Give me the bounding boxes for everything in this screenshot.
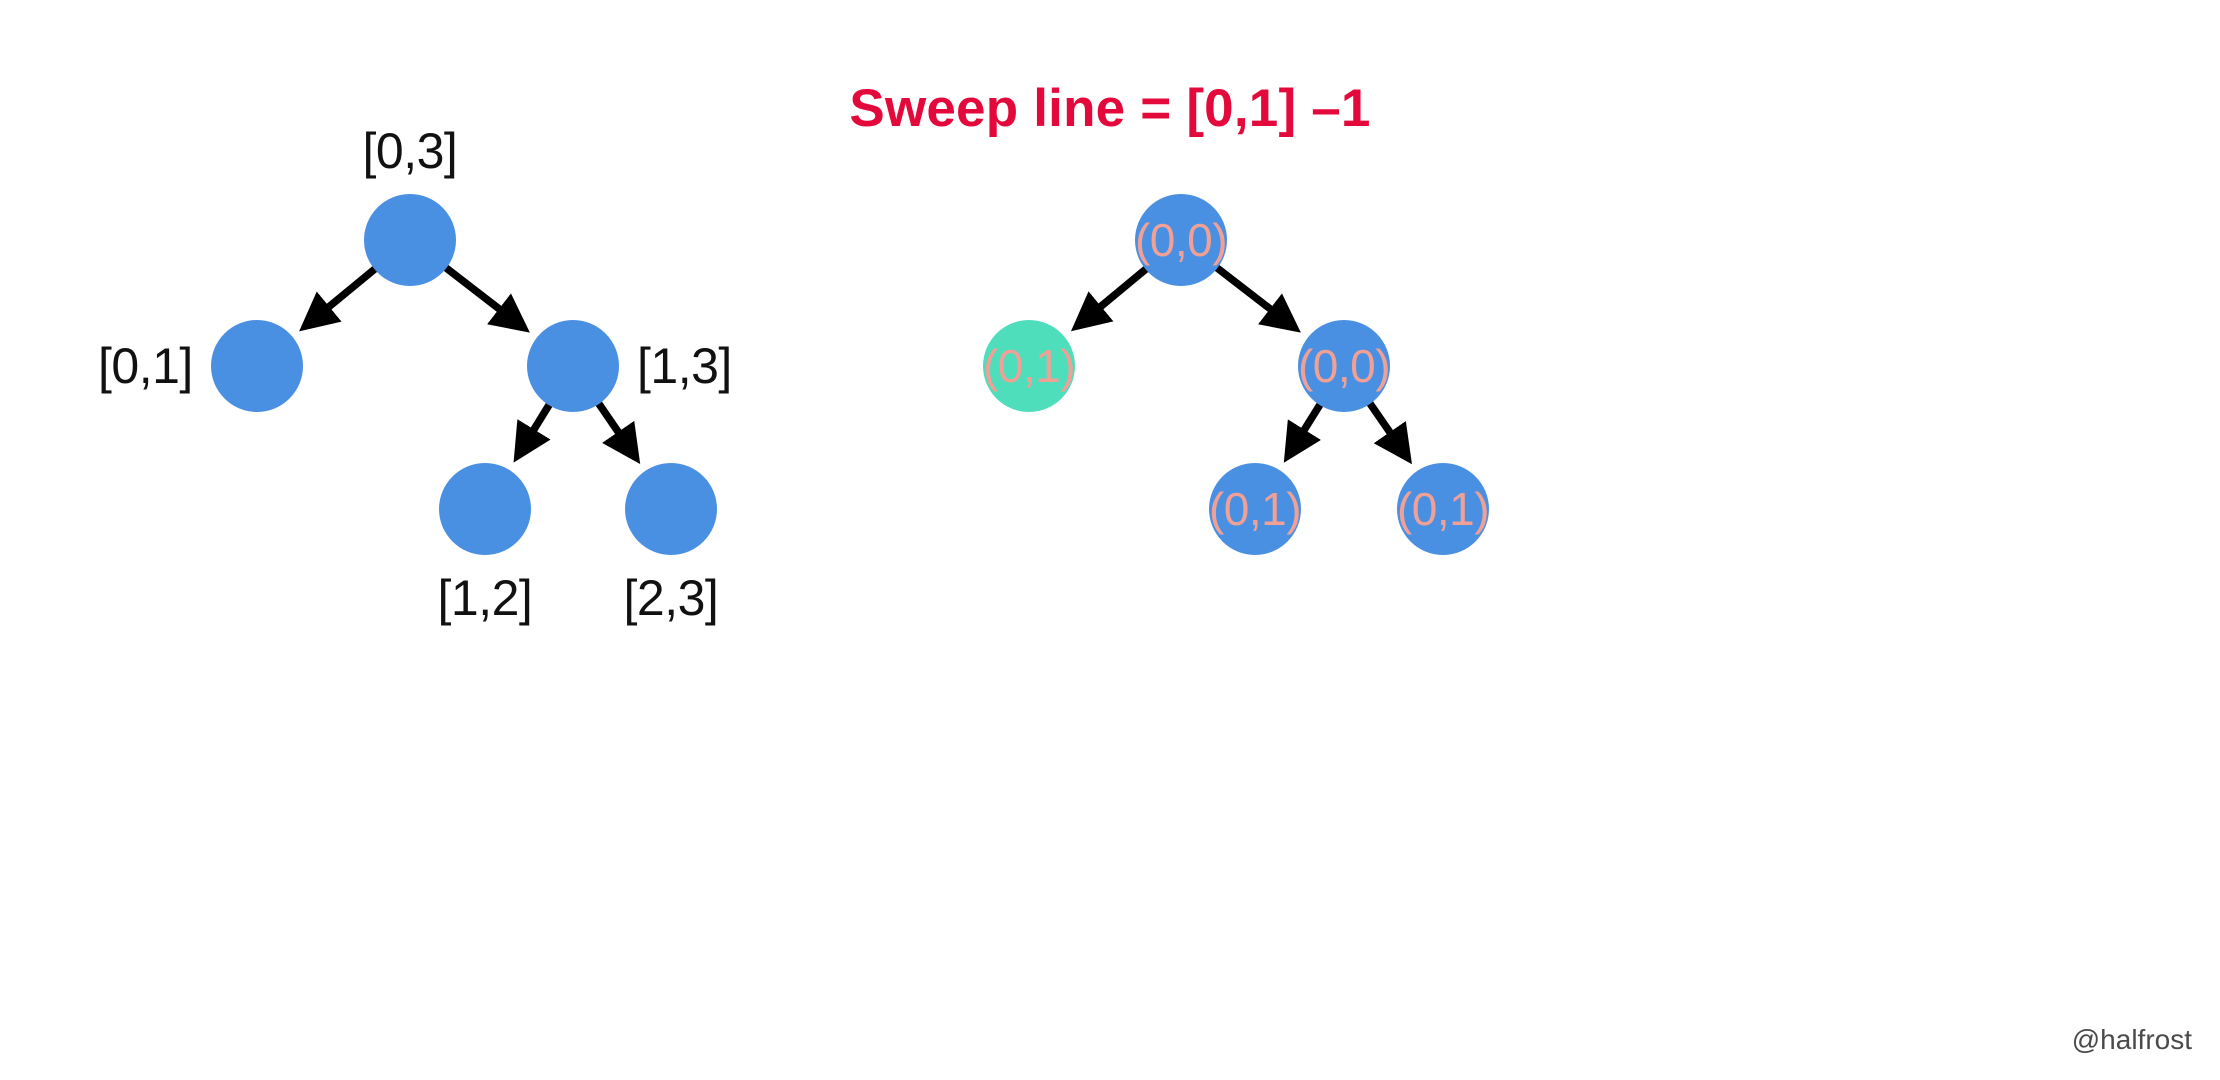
node-value-right-right: (0,1) — [1396, 483, 1490, 535]
node-label-right-right: [2,3] — [623, 570, 719, 626]
tree-node-right-left[interactable]: (0,1) — [1208, 463, 1302, 555]
tree-edge-segment-tree-ranges-right-to-right-left — [513, 401, 554, 463]
tree-node-right[interactable]: (0,0) — [1297, 320, 1391, 412]
node-value-right-left: (0,1) — [1208, 483, 1302, 535]
node-value-left: (0,1) — [982, 340, 1076, 392]
tree-edge-segment-tree-ranges-right-to-right-right — [594, 400, 641, 465]
tree-node-left[interactable] — [211, 320, 303, 412]
tree-edge-segment-tree-ranges-root-to-left — [299, 265, 379, 332]
tree-edge-segment-tree-values-root-to-left — [1070, 265, 1150, 332]
tree-edge-segment-tree-values-right-to-right-left — [1283, 401, 1324, 463]
tree-node-root[interactable] — [364, 194, 456, 286]
node-label-root: [0,3] — [362, 123, 458, 179]
tree-node-root[interactable]: (0,0) — [1134, 194, 1228, 286]
node-label-left: [0,1] — [98, 338, 193, 394]
tree-edge-segment-tree-values-right-to-right-right — [1365, 400, 1412, 465]
watermark: @halfrost — [2071, 1024, 2192, 1055]
node-value-right: (0,0) — [1297, 340, 1391, 392]
page-title: Sweep line = [0,1] –1 — [849, 79, 1371, 138]
tree-edge-segment-tree-ranges-root-to-right — [442, 263, 530, 333]
tree-node-right-left[interactable] — [439, 463, 531, 555]
node-label-right-left: [1,2] — [437, 570, 533, 626]
node-value-root: (0,0) — [1134, 214, 1228, 266]
node-label-right: [1,3] — [637, 338, 732, 394]
tree-node-right[interactable] — [527, 320, 619, 412]
tree-edge-segment-tree-values-root-to-right — [1213, 263, 1301, 333]
tree-node-right-right[interactable]: (0,1) — [1396, 463, 1490, 555]
tree-node-left[interactable]: (0,1) — [982, 320, 1076, 412]
tree-node-right-right[interactable] — [625, 463, 717, 555]
